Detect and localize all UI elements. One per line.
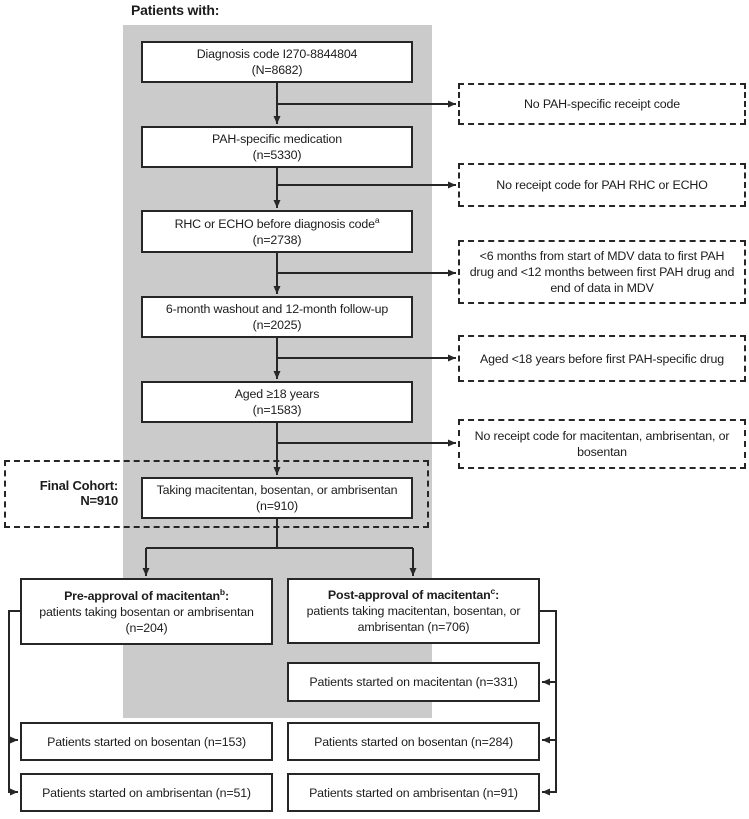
outcome-text: Patients started on bosentan (n=284) — [314, 734, 513, 749]
outcome-box-post-macitentan: Patients started on macitentan (n=331) — [287, 662, 540, 702]
branch-title-suffix: : — [224, 588, 229, 603]
final-cohort-outline — [4, 460, 429, 528]
outcome-box-pre-ambrisentan: Patients started on ambrisentan (n=51) — [20, 773, 273, 812]
branch-title: Pre-approval of macitentan — [64, 588, 220, 603]
flow-box-age: Aged ≥18 years (n=1583) — [141, 381, 413, 423]
outcome-text: Patients started on ambrisentan (n=51) — [42, 785, 251, 800]
final-cohort-line1: Final Cohort: — [39, 478, 118, 493]
box-text: RHC or ECHO before diagnosis code — [174, 216, 375, 231]
exclusion-text: No receipt code for macitentan, ambrisen… — [474, 429, 730, 459]
outcome-text: Patients started on bosentan (n=153) — [47, 734, 246, 749]
box-count: (n=5330) — [252, 148, 302, 162]
exclusion-box-no-rhc-echo: No receipt code for PAH RHC or ECHO — [458, 163, 746, 207]
exclusion-box-no-drug-receipt: No receipt code for macitentan, ambrisen… — [458, 419, 746, 469]
exclusion-box-no-receipt-code: No PAH-specific receipt code — [458, 83, 746, 125]
box-count: (n=1583) — [252, 403, 302, 417]
outcome-box-post-ambrisentan: Patients started on ambrisentan (n=91) — [287, 773, 540, 812]
final-cohort-label: Final Cohort: N=910 — [10, 478, 118, 508]
box-text: 6-month washout and 12-month follow-up — [165, 302, 389, 316]
outcome-box-post-bosentan: Patients started on bosentan (n=284) — [287, 722, 540, 761]
box-count: (n=2025) — [252, 318, 302, 332]
box-superscript: a — [374, 214, 380, 225]
branch-body: patients taking macitentan, bosentan, or… — [306, 604, 521, 634]
box-text: Taking macitentan, bosentan, or ambrisen… — [156, 483, 398, 497]
outcome-box-pre-bosentan: Patients started on bosentan (n=153) — [20, 722, 273, 761]
flow-box-medication: PAH-specific medication (n=5330) — [141, 126, 413, 168]
box-count: (n=2738) — [252, 232, 302, 247]
flow-box-washout: 6-month washout and 12-month follow-up (… — [141, 296, 413, 338]
branch-title-suffix: : — [495, 588, 500, 602]
box-text: PAH-specific medication — [212, 132, 342, 146]
flow-box-rhc-echo: RHC or ECHO before diagnosis codea (n=27… — [141, 210, 413, 253]
box-count: (n=910) — [255, 499, 298, 513]
outcome-text: Patients started on macitentan (n=331) — [309, 675, 518, 689]
flow-box-diagnosis: Diagnosis code I270-8844804 (N=8682) — [141, 41, 413, 83]
exclusion-text: No PAH-specific receipt code — [523, 97, 681, 111]
branch-box-post-approval: Post-approval of macitentanc: patients t… — [287, 578, 540, 644]
page-title: Patients with: — [131, 2, 220, 18]
exclusion-box-mdv-window: <6 months from start of MDV data to firs… — [458, 240, 746, 304]
branch-superscript: b — [219, 586, 225, 597]
branch-body: patients taking bosentan or ambrisentan … — [39, 604, 254, 635]
box-text: Aged ≥18 years — [234, 387, 320, 401]
exclusion-box-under-18: Aged <18 years before first PAH-specific… — [458, 335, 746, 382]
exclusion-text: Aged <18 years before first PAH-specific… — [479, 351, 725, 366]
exclusion-text: No receipt code for PAH RHC or ECHO — [496, 178, 708, 192]
box-text: Diagnosis code I270-8844804 — [196, 47, 358, 61]
exclusion-text: <6 months from start of MDV data to firs… — [469, 249, 735, 295]
box-count: (N=8682) — [251, 63, 303, 77]
final-cohort-line2: N=910 — [80, 493, 118, 508]
branch-title: Post-approval of macitentan — [327, 588, 491, 602]
branch-superscript: c — [490, 585, 496, 596]
branch-box-pre-approval: Pre-approval of macitentanb: patients ta… — [20, 578, 273, 645]
flow-box-final-cohort: Taking macitentan, bosentan, or ambrisen… — [141, 477, 413, 519]
outcome-text: Patients started on ambrisentan (n=91) — [309, 785, 518, 800]
